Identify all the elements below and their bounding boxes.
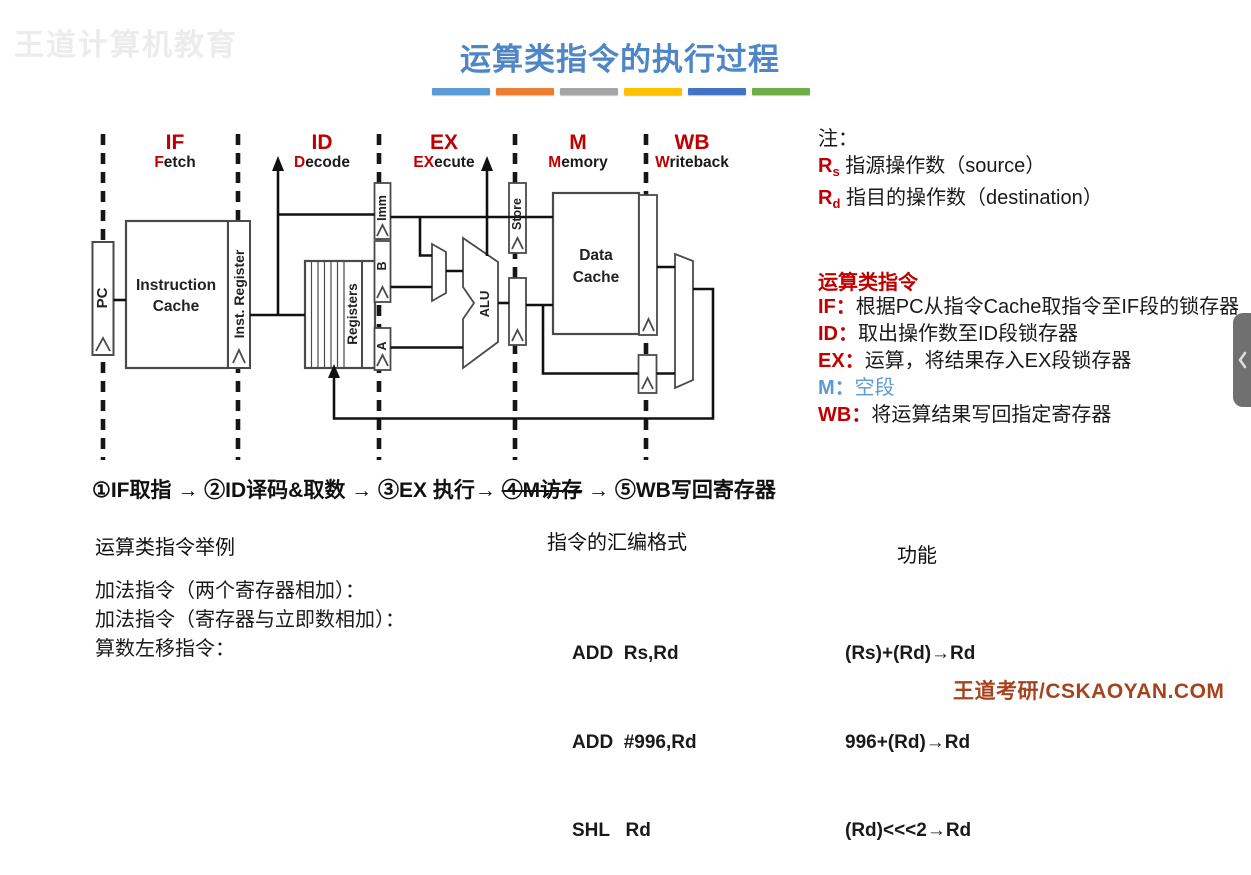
instruction-cache-label-1: Instruction: [136, 277, 216, 294]
execution-flow-line: ①IF取指 → ②ID译码&取数 → ③EX 执行→ ④M访存 → ⑤WB写回寄…: [92, 474, 776, 504]
rs-subscript: s: [832, 163, 840, 179]
chevron-left-icon: [1238, 351, 1247, 369]
instruction-cache-box: [124, 219, 230, 370]
imm-label: Imm: [375, 195, 389, 221]
latch-chevrons: [95, 222, 655, 390]
registers-box: [303, 259, 377, 370]
note-item-wb: WB：将运算结果写回指定寄存器: [818, 404, 1112, 426]
table-row-asm: ADD Rs,Rd: [572, 643, 679, 664]
asm-column: ADD Rs,Rd ADD #996,Rd SHL Rd: [572, 580, 697, 875]
stage-id-abbr: ID: [312, 131, 333, 154]
imm-latch: [373, 182, 392, 240]
rs-text: 指源操作数（source）: [845, 154, 1046, 177]
brand-logo-text: 王道考研/CSKAOYAN.COM: [953, 680, 1225, 703]
notes-block: 注： Rs 指源操作数（source） Rd 指目的操作数（destinatio…: [818, 126, 1251, 218]
data-cache-box: [551, 191, 641, 336]
stage-m-name: Memory: [548, 154, 608, 171]
store-label: Store: [510, 198, 524, 230]
stage-m-abbr: M: [569, 131, 587, 154]
table-row-func: 996+(Rd)→Rd: [845, 731, 971, 753]
column-header-func: 功能: [897, 545, 937, 567]
stage-id-name: Decode: [294, 154, 350, 171]
pipeline-diagram: IF Fetch ID Decode EX EXecute M Memory W…: [91, 131, 729, 460]
rd-subscript: d: [832, 196, 841, 211]
page-title: 运算类指令的执行过程: [460, 42, 780, 77]
writeback-mux: [674, 252, 694, 390]
function-column: (Rs)+(Rd)→Rd 996+(Rd)→Rd (Rd)<<<2→Rd: [845, 580, 975, 875]
inst-register-latch: [227, 220, 251, 369]
title-underline-bars: [432, 88, 814, 95]
operand-mux: [431, 242, 447, 303]
note-item-ex: EX：运算，将结果存入EX段锁存器: [818, 350, 1132, 372]
rd-note: Rd 指目的操作数（destination）: [818, 185, 1251, 218]
stage-ex-name: EXecute: [413, 154, 475, 171]
sidebar-collapse-tab[interactable]: [1233, 313, 1251, 407]
note-label: 注：: [818, 128, 858, 150]
table-row-asm: SHL Rd: [572, 820, 651, 841]
wire-arrowheads: [272, 156, 493, 378]
stage-if-name: Fetch: [154, 154, 195, 171]
b-label: B: [375, 261, 389, 270]
underline-bar: [688, 88, 746, 95]
stage-ex-abbr: EX: [430, 131, 458, 154]
pc-latch: [91, 241, 115, 356]
a-label: A: [375, 341, 389, 350]
rs-symbol: R: [818, 154, 833, 177]
flow-part1: ①IF取指 → ②ID译码&取数 → ③EX 执行→: [92, 479, 502, 502]
stage-if-abbr: IF: [166, 131, 185, 154]
underline-bar: [560, 88, 618, 95]
rd-symbol: R: [818, 187, 833, 209]
example-column: 加法指令（两个寄存器相加）： 加法指令（寄存器与立即数相加）： 算数左移指令：: [95, 577, 405, 664]
pc-label: PC: [94, 287, 111, 308]
underline-bar: [752, 88, 810, 95]
flow-part2: → ⑤WB写回寄存器: [582, 479, 776, 502]
b-latch: [373, 240, 392, 303]
table-row-asm: ADD #996,Rd: [572, 731, 697, 753]
datapath-wires: [113, 168, 715, 420]
note-item-m: M：空段: [818, 377, 895, 399]
ex-m-latch: [508, 277, 527, 346]
flow-struck-m-stage: ④M访存: [501, 479, 583, 502]
instruction-cache-label-2: Cache: [153, 298, 200, 315]
rd-text: 指目的操作数（destination）: [845, 187, 1103, 209]
watermark: 王道计算机教育: [14, 29, 238, 62]
stage-wb-abbr: WB: [675, 131, 710, 154]
stage-wb-name: Writeback: [655, 154, 729, 171]
table-row-example: 加法指令（两个寄存器相加）：: [95, 580, 365, 602]
rs-note: Rs 指源操作数（source）: [818, 153, 1251, 186]
registers-stripes: [310, 261, 363, 368]
alu-shape: [462, 236, 499, 370]
data-cache-latch: [638, 194, 658, 336]
note-item-id: ID：取出操作数至ID段锁存器: [818, 323, 1078, 345]
column-header-asm: 指令的汇编格式: [547, 532, 687, 554]
a-latch: [373, 327, 392, 371]
column-header-example: 运算类指令举例: [95, 537, 235, 559]
data-cache-label-1: Data: [579, 247, 613, 264]
table-row-func: (Rs)+(Rd)→Rd: [845, 643, 976, 664]
table-row-example: 加法指令（寄存器与立即数相加）：: [95, 609, 405, 631]
notes-heading: 运算类指令: [818, 272, 918, 294]
alu-label: ALU: [477, 291, 492, 318]
underline-bar: [624, 88, 682, 95]
underline-bar: [432, 88, 490, 95]
table-row-example: 算数左移指令：: [95, 638, 235, 660]
note-item-if: IF：根据PC从指令Cache取指令至IF段的锁存器: [818, 296, 1240, 318]
table-row-func: (Rd)<<<2→Rd: [845, 820, 972, 841]
inst-register-label: Inst. Register: [231, 249, 247, 338]
stage-notes-list: IF：根据PC从指令Cache取指令至IF段的锁存器 ID：取出操作数至ID段锁…: [818, 294, 1251, 429]
data-cache-label-2: Cache: [573, 269, 620, 286]
registers-label: Registers: [345, 283, 360, 345]
underline-bar: [496, 88, 554, 95]
